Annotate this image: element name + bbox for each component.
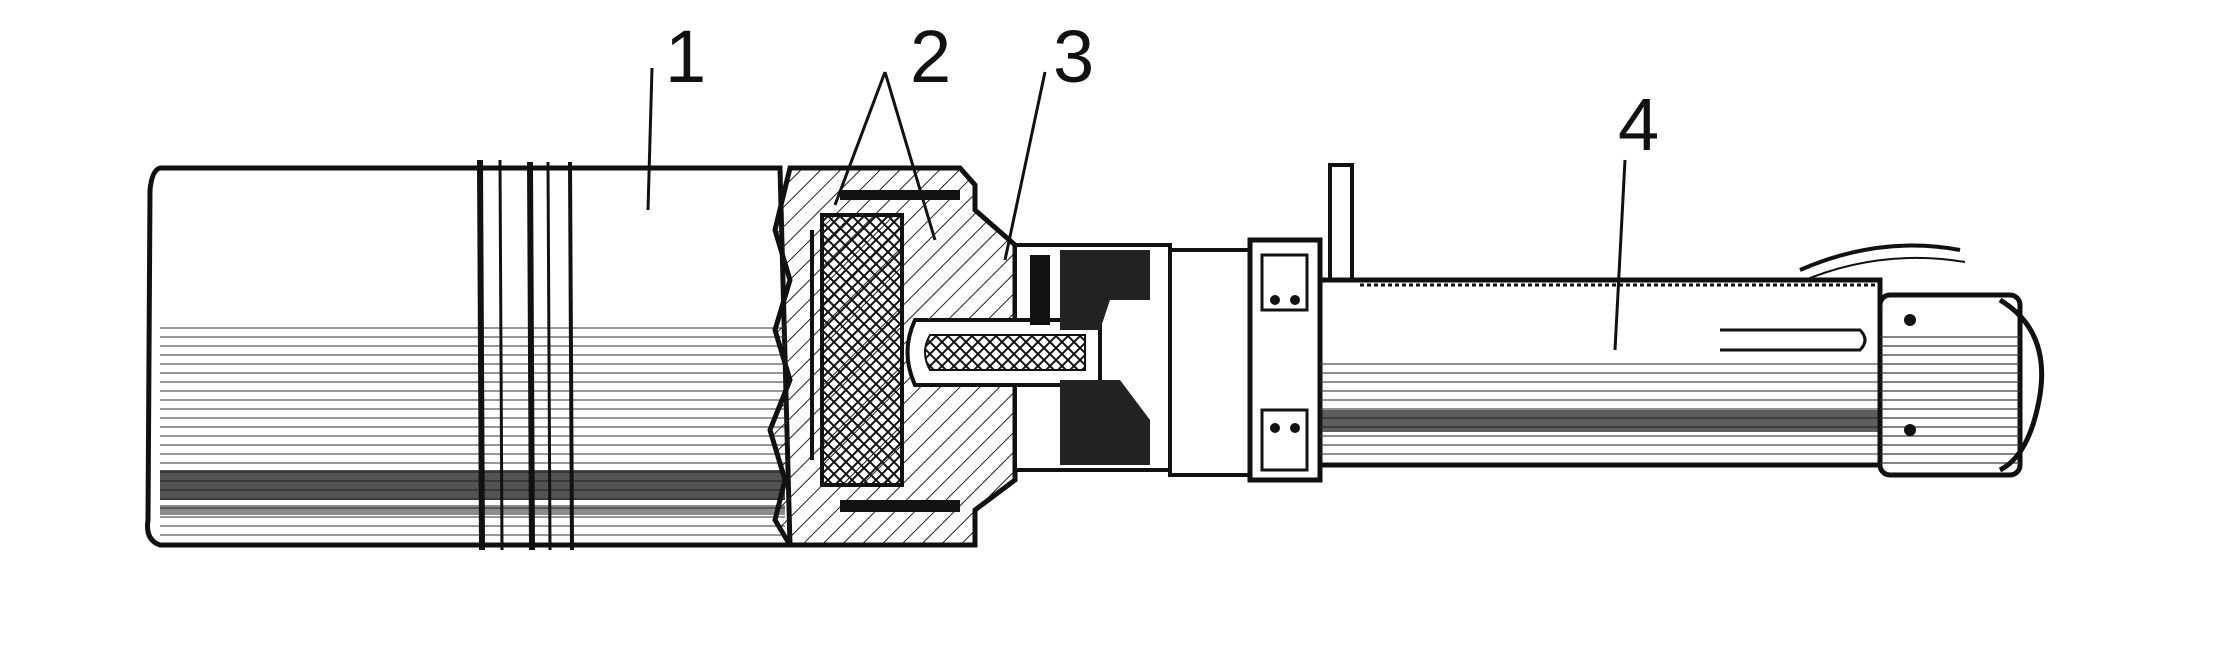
callout-2: 2 [910,15,952,98]
callout-1: 1 [665,15,707,98]
callout-3: 3 [1053,15,1095,98]
tail-tube [1317,243,1966,468]
callout-4: 4 [1618,83,1660,166]
tail-end-cap [1877,292,2045,478]
leader-lines [646,67,1627,351]
fuze-detonator [905,243,1172,472]
warhead-body [145,159,793,551]
shaped-charge-section [767,165,1018,548]
collar-fitting [1168,163,1354,483]
